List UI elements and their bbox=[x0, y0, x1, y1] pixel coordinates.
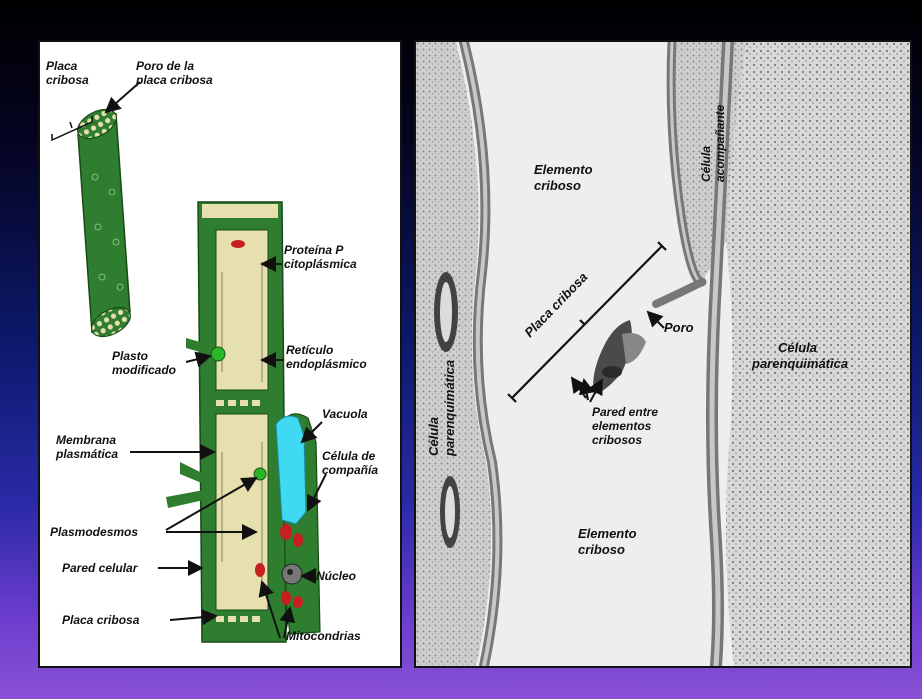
electron-micrograph: Elemento criboso Célula acompañante Plac… bbox=[416, 42, 910, 666]
label-poro: Poro bbox=[664, 320, 694, 335]
label-vacuola: Vacuola bbox=[322, 407, 368, 421]
sieve-tube-diagram-panel: Placa cribosa Poro de la placa cribosa P… bbox=[38, 40, 402, 668]
label-membrana: Membrana plasmática bbox=[55, 433, 119, 461]
label-celula-compania: Célula de compañía bbox=[322, 449, 379, 477]
label-placa-cribosa-top: Placa cribosa bbox=[46, 59, 89, 87]
sieve-tube-segment-3d bbox=[52, 82, 140, 342]
label-pared-celular: Pared celular bbox=[62, 561, 139, 575]
sieve-tube-diagram: Placa cribosa Poro de la placa cribosa P… bbox=[40, 42, 400, 666]
label-placa-cribosa-bottom: Placa cribosa bbox=[62, 613, 140, 627]
label-mitocondrias: Mitocondrias bbox=[286, 629, 361, 643]
label-reticulo: Retículo endoplásmico bbox=[286, 343, 367, 371]
label-plasto: Plasto modificado bbox=[112, 349, 176, 377]
electron-micrograph-panel: Elemento criboso Célula acompañante Plac… bbox=[414, 40, 912, 668]
p-protein bbox=[231, 240, 245, 248]
label-poro-placa: Poro de la placa cribosa bbox=[135, 59, 213, 87]
label-nucleo: Núcleo bbox=[316, 569, 356, 583]
modified-plastid bbox=[211, 347, 225, 361]
mitochondrion bbox=[255, 563, 265, 577]
label-plasmodesmos: Plasmodesmos bbox=[50, 525, 138, 539]
label-proteina-p: Proteína P citoplásmica bbox=[284, 243, 357, 271]
